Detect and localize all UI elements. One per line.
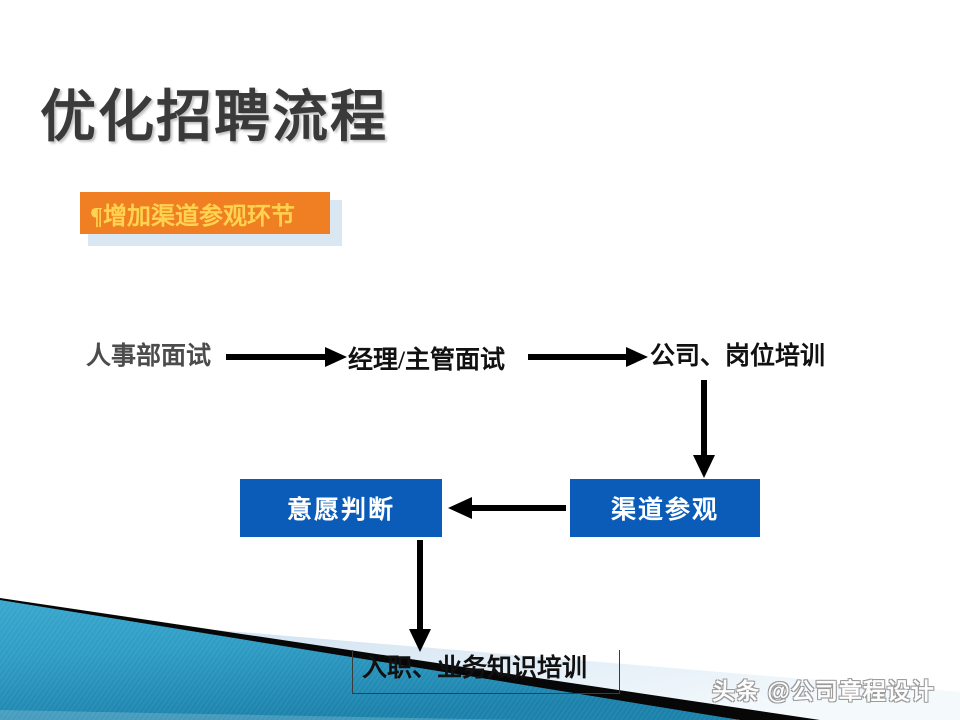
arrow-manager-to-training — [528, 347, 648, 367]
light-sweep — [0, 710, 520, 720]
watermark-text: 头条 @公司章程设计 — [712, 678, 935, 704]
arrow-training-to-visit — [693, 380, 715, 478]
flow-node-willingness-judge: 意愿判断 — [240, 479, 442, 537]
callout-banner: ¶增加渠道参观环节 — [80, 192, 342, 246]
flow-node-willingness-judge-label: 意愿判断 — [286, 497, 395, 524]
onboard-label-frame — [352, 650, 620, 694]
bottom-left-decoration — [0, 598, 960, 720]
arrow-visit-to-willingness — [448, 497, 566, 519]
flow-node-channel-visit: 渠道参观 — [570, 479, 760, 537]
callout-label: ¶增加渠道参观环节 — [90, 203, 295, 230]
arrow-hr-to-manager — [226, 347, 347, 367]
callout-box: ¶增加渠道参观环节 — [80, 192, 330, 234]
flow-node-hr-interview: 人事部面试 — [86, 343, 212, 370]
page-title: 优化招聘流程 — [40, 85, 388, 148]
black-band — [0, 598, 820, 720]
flow-node-channel-visit-label: 渠道参观 — [610, 497, 719, 524]
flow-node-onboard-training: 入职、业务知识培训 — [362, 655, 588, 682]
flow-node-company-training: 公司、岗位培训 — [650, 343, 826, 370]
flow-node-manager-interview: 经理/主管面试 — [348, 347, 505, 374]
